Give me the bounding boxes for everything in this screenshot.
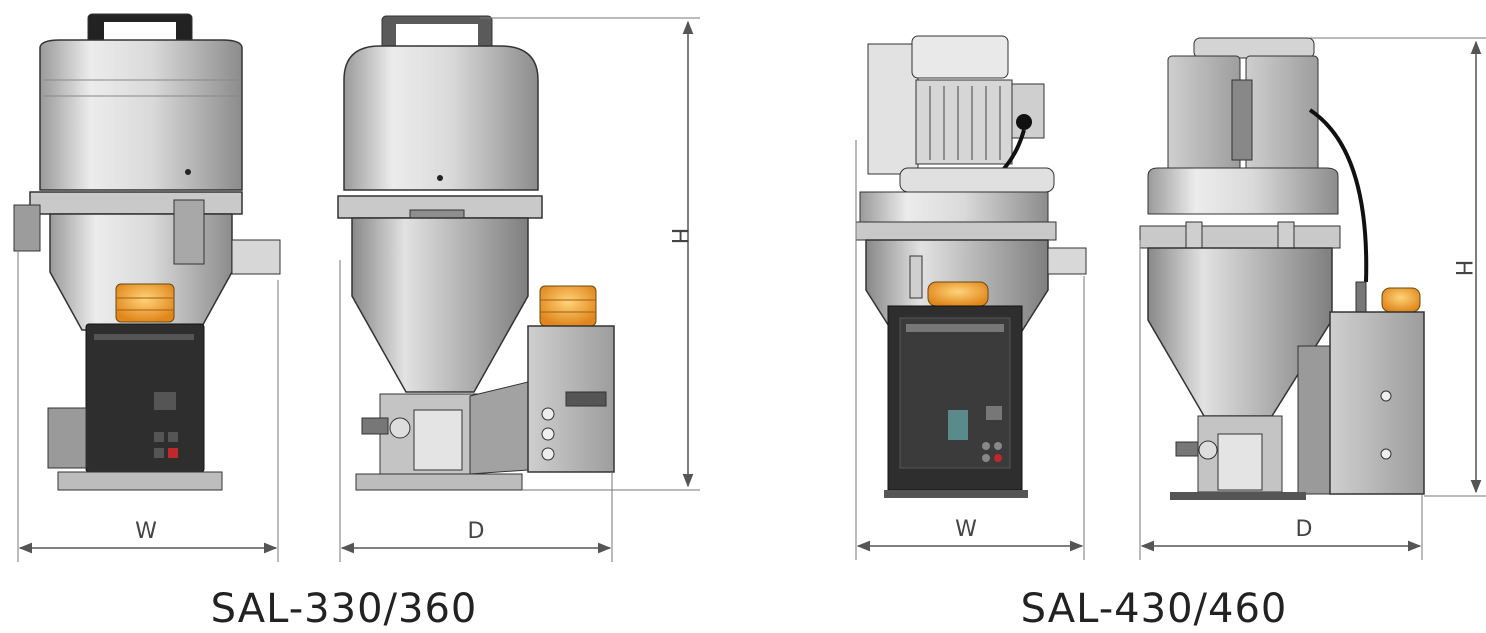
model-name: SAL-330/360	[211, 586, 478, 632]
sal-330-side-view: D H	[337, 15, 700, 562]
sal-430-side-view: D H	[1139, 37, 1486, 560]
height-label: H	[666, 228, 691, 245]
height-label: H	[1450, 260, 1475, 277]
model-name: SAL-430/460	[1021, 586, 1288, 632]
sal-430-front-view: W	[855, 35, 1087, 560]
width-label: W	[135, 519, 157, 544]
sal-330-front-view: W	[13, 13, 281, 562]
width-label: W	[955, 517, 977, 542]
depth-label: D	[1296, 517, 1313, 542]
depth-label: D	[468, 519, 485, 544]
